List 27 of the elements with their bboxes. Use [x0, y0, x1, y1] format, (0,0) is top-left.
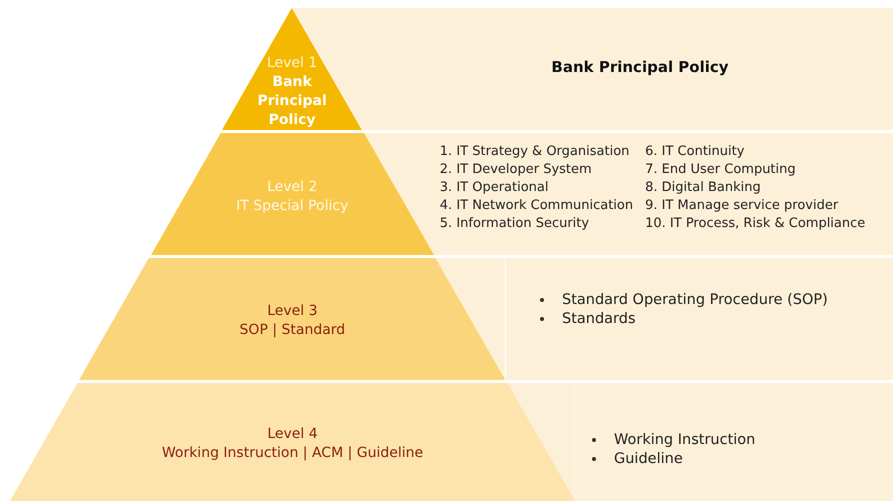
level-title: SOP | Standard [238, 321, 346, 340]
list-item: 9. IT Manage service provider [645, 198, 840, 215]
level-label: Level 2 [266, 178, 318, 197]
list-item: 2. IT Developer System [440, 162, 593, 179]
list-item: 6. IT Continuity [645, 144, 746, 161]
list-item: 5. Information Security [440, 216, 590, 233]
level-title: Bank Principal Policy [256, 73, 328, 130]
list-item: 3. IT Operational [440, 180, 550, 197]
bullet-item: Guideline [614, 450, 683, 469]
pyramid-level [150, 133, 434, 255]
pyramid-level [10, 383, 575, 501]
level-label: Level 1 [266, 54, 318, 73]
bullet-item: Standards [562, 310, 636, 329]
pyramid-level [79, 258, 506, 380]
bullet-item: Working Instruction [614, 431, 756, 450]
list-item: 10. IT Process, Risk & Compliance [645, 216, 866, 233]
pyramid-level [222, 8, 362, 130]
list-item: 8. Digital Banking [645, 180, 762, 197]
level-title: IT Special Policy [235, 197, 350, 216]
level-label: Level 3 [266, 302, 319, 321]
level-label: Level 4 [266, 425, 319, 444]
bullet-item: Standard Operating Procedure (SOP) [562, 291, 828, 310]
band-title: Bank Principal Policy [550, 58, 730, 76]
list-item: 1. IT Strategy & Organisation [440, 144, 630, 161]
list-item: 7. End User Computing [645, 162, 797, 179]
list-item: 4. IT Network Communication [440, 198, 634, 215]
level-title: Working Instruction | ACM | Guideline [160, 444, 424, 463]
